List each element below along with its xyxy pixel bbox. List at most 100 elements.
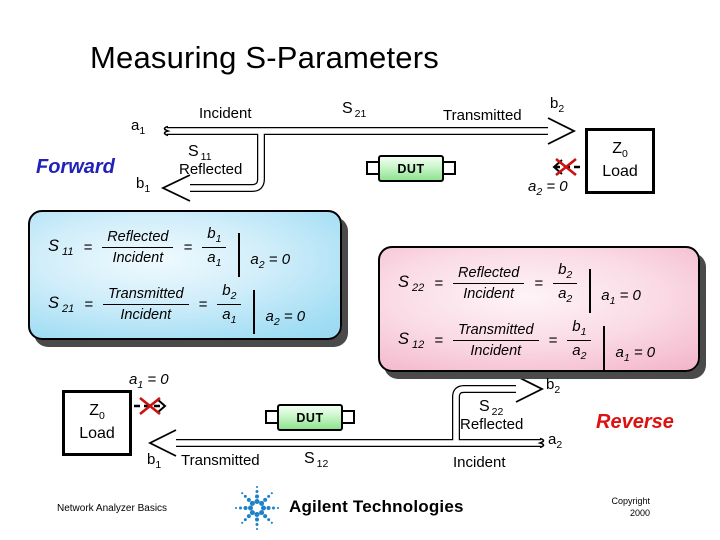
forward-transmitted-arrowhead-icon xyxy=(547,117,577,145)
forward-dut-label: DUT xyxy=(378,155,444,182)
forward-z0-load-box: Z0 Load xyxy=(585,128,655,194)
fraction-numerator: Transmitted xyxy=(453,321,539,341)
footer-copyright: Copyright 2000 xyxy=(588,496,650,519)
load-label: Load xyxy=(79,424,115,442)
reverse-transmitted-arrowhead-icon xyxy=(147,429,177,457)
forward-a2-equals-0-label: a2 = 0 xyxy=(528,178,568,199)
cond-sub: 2 xyxy=(273,316,280,328)
fraction-denominator: Incident xyxy=(470,343,522,359)
fraction-numerator: Reflected xyxy=(453,264,525,284)
cond-base: a xyxy=(615,344,624,361)
forward-reflected-arrow-inner xyxy=(188,133,264,191)
a1zero-rest: = 0 xyxy=(143,371,169,388)
port-a1-sub: 1 xyxy=(139,125,146,137)
num-base: b xyxy=(207,224,216,242)
s-sub: 12 xyxy=(412,339,425,351)
equals-sign: = xyxy=(534,275,544,292)
port-b1-label-reverse: b1 xyxy=(147,451,162,472)
s22-sub: 22 xyxy=(491,406,504,418)
fraction-numerator: b1 xyxy=(202,224,227,248)
agilent-logo-icon xyxy=(234,485,280,531)
den-sub: 1 xyxy=(215,257,222,269)
condition-label: a2 = 0 xyxy=(265,308,305,328)
fraction-numerator: Transmitted xyxy=(103,285,189,305)
port-b1-label: b1 xyxy=(136,175,151,196)
s11-base: S xyxy=(188,143,199,160)
reverse-red-x-icon xyxy=(139,396,161,416)
port-b1-sub: 1 xyxy=(144,183,151,195)
num-sub: 1 xyxy=(580,325,587,338)
num-base: b xyxy=(572,317,581,335)
cond-rest: = 0 xyxy=(615,287,641,304)
s22-base: S xyxy=(479,398,490,415)
fraction-denominator: Incident xyxy=(463,286,515,302)
fraction-numerator: b2 xyxy=(553,260,578,284)
condition-label: a2 = 0 xyxy=(250,251,290,271)
num-sub: 1 xyxy=(215,232,222,245)
port-b1-sub: 1 xyxy=(155,459,162,471)
port-b1-base: b xyxy=(136,175,145,192)
fraction-denominator: a1 xyxy=(217,305,241,327)
z0-base: Z xyxy=(612,140,622,158)
s21-sub: 21 xyxy=(354,108,367,120)
reverse-incident-label: Incident xyxy=(453,454,506,471)
port-b2-sub: 2 xyxy=(558,103,565,115)
evaluated-at-bar xyxy=(603,325,606,370)
fraction-denominator: a1 xyxy=(202,248,226,270)
reverse-source-squiggle-icon xyxy=(537,437,545,449)
s12-base: S xyxy=(304,450,315,467)
reverse-dut-label: DUT xyxy=(277,404,343,431)
cond-sub: 2 xyxy=(258,259,265,271)
fraction-denominator: a2 xyxy=(567,341,591,363)
forward-dut-component: DUT xyxy=(366,155,456,182)
z0-label: Z0 xyxy=(612,139,628,162)
forward-reflected-arrowhead-icon xyxy=(160,174,191,202)
forward-reflected-label: Reflected xyxy=(179,161,243,178)
den-base: a xyxy=(572,342,581,359)
copyright-word: Copyright xyxy=(611,496,650,506)
port-a1-base: a xyxy=(131,117,140,134)
fraction-denominator: Incident xyxy=(120,307,172,323)
forward-source-squiggle-icon xyxy=(163,125,171,137)
page-title: Measuring S-Parameters xyxy=(90,40,439,75)
s-sub: 21 xyxy=(62,303,75,315)
s-sub: 22 xyxy=(412,282,425,294)
agilent-starburst xyxy=(234,485,280,531)
equals-sign: = xyxy=(183,239,193,256)
equals-sign: = xyxy=(434,275,444,292)
cond-rest: = 0 xyxy=(629,344,656,361)
letter-fraction: b1 a2 xyxy=(567,317,592,363)
port-b2-base: b xyxy=(546,376,555,393)
num-base: b xyxy=(558,260,567,278)
fraction-numerator: b2 xyxy=(217,282,242,305)
reverse-reflected-arrowhead-icon xyxy=(515,375,545,403)
cond-base: a xyxy=(601,287,610,304)
a2zero-rest: = 0 xyxy=(542,178,568,195)
evaluated-at-bar xyxy=(253,289,256,334)
z0-sub: 0 xyxy=(621,148,628,161)
copyright-year: 2000 xyxy=(629,507,650,518)
evaluated-at-bar xyxy=(589,268,592,313)
equals-sign: = xyxy=(548,332,558,349)
reverse-transmitted-label: Transmitted xyxy=(181,452,260,469)
s-base: S xyxy=(48,237,60,255)
evaluated-at-bar xyxy=(238,232,241,277)
port-a2-sub: 2 xyxy=(556,439,563,451)
cond-rest: = 0 xyxy=(279,308,306,325)
footer-brand-name: Agilent Technologies xyxy=(289,497,464,516)
load-label: Load xyxy=(602,162,638,180)
port-b2-label: b2 xyxy=(550,95,565,116)
cond-base: a xyxy=(250,251,259,268)
